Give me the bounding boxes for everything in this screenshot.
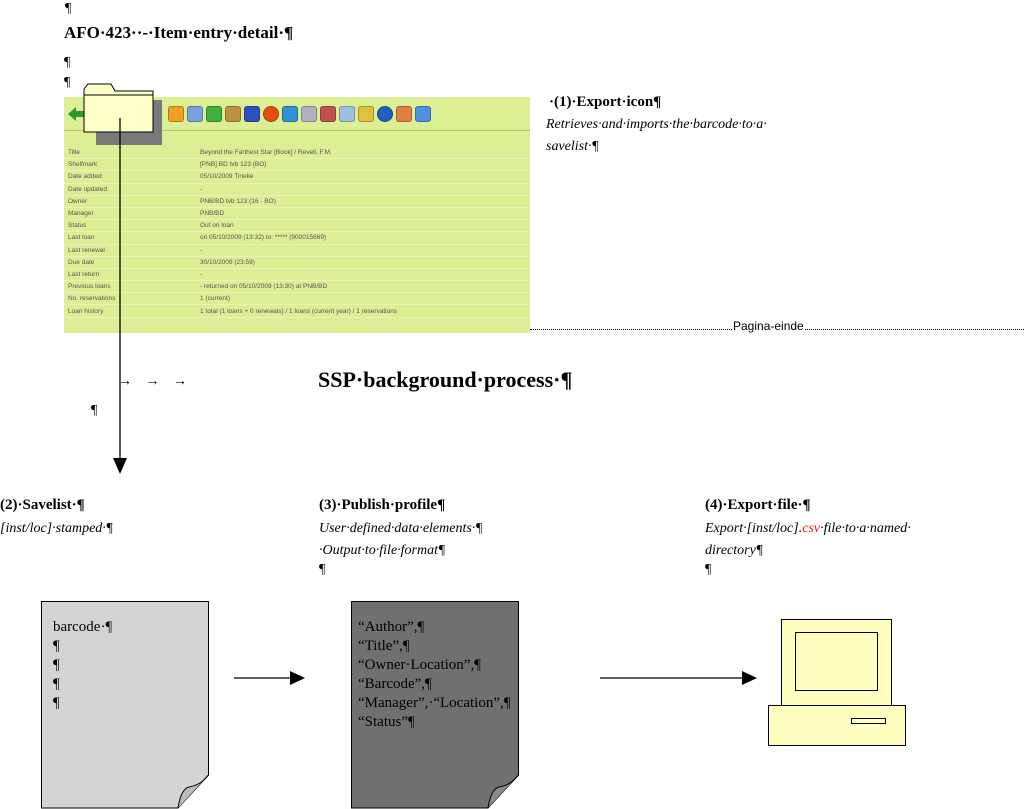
toolbar-icon[interactable] — [358, 105, 374, 122]
folder-icon[interactable] — [83, 83, 155, 138]
paragraph-mark: ¶ — [91, 403, 98, 418]
detail-label: Previous loans — [64, 280, 196, 294]
document-line: barcode·¶ — [53, 619, 113, 635]
export-icon-desc: savelist·¶ — [546, 139, 599, 154]
document-line: “Owner·Location”,¶ — [358, 657, 481, 673]
detail-row: Shelfmark[PNB] BD tvb 123 (BO) — [64, 158, 530, 172]
export-file-heading: (4)·Export·file·¶ — [705, 497, 811, 513]
detail-row: Last renewal- — [64, 244, 530, 257]
toolbar-icon[interactable] — [244, 105, 260, 122]
detail-label: Last return — [64, 268, 196, 282]
document-line: “Barcode”,¶ — [358, 676, 432, 692]
detail-label: Date updated — [64, 183, 196, 196]
document-line: ¶ — [53, 695, 60, 711]
detail-value: on 05/10/2009 (13:32) to: ***** (9000156… — [196, 231, 530, 245]
detail-label: Owner — [64, 195, 196, 208]
export-icon-heading: ·(1)·Export·icon¶ — [549, 94, 662, 110]
detail-value: 1 total (1 loans + 0 renewals) / 1 loans… — [196, 304, 530, 318]
detail-value: - returned on 05/10/2009 (13:30) at PNB/… — [196, 280, 530, 294]
top-pilcrow: ¶ — [65, 1, 72, 16]
detail-label: Last loan — [64, 231, 196, 245]
toolbar-icon[interactable] — [282, 105, 298, 122]
document-line: ¶ — [53, 676, 60, 692]
document-line: “Manager”,·“Location”,¶ — [358, 695, 511, 711]
detail-label: Manager — [64, 207, 196, 221]
publish-profile-desc: User·defined·data·elements·¶ — [319, 521, 483, 536]
detail-value: 05/10/2009 Tineke — [196, 170, 530, 184]
toolbar-icon[interactable] — [396, 105, 412, 122]
toolbar-icon[interactable] — [225, 105, 241, 122]
computer-icon — [768, 619, 906, 746]
toolbar-icon[interactable] — [320, 105, 336, 122]
detail-label: Status — [64, 219, 196, 233]
toolbar-icon[interactable] — [187, 105, 203, 122]
detail-value: 1 (current) — [196, 292, 530, 306]
document-line: ¶ — [53, 638, 60, 654]
back-arrow-icon[interactable] — [68, 106, 84, 121]
document-line: “Author”,¶ — [358, 619, 425, 635]
savelist-heading: (2)·Savelist·¶ — [0, 497, 85, 513]
toolbar-icon[interactable] — [339, 105, 355, 122]
savelist-desc: [inst/loc]·stamped·¶ — [0, 521, 114, 536]
detail-value: PNB/BD — [196, 207, 530, 221]
detail-value: Beyond the Farthest Star [Book] / Revell… — [196, 147, 530, 160]
detail-row: Last return- — [64, 268, 530, 282]
page-break-label: Pagina-einde — [732, 319, 805, 333]
export-file-desc: directory¶ — [705, 543, 764, 558]
help-icon[interactable] — [377, 105, 393, 122]
paragraph-mark: ¶ — [64, 55, 71, 70]
savelist-lines: barcode·¶ ¶ ¶ ¶ ¶ — [53, 618, 112, 713]
document-line: “Title”,¶ — [358, 638, 410, 654]
toolbar-icon[interactable] — [301, 105, 317, 122]
detail-label: Shelfmark — [64, 158, 196, 172]
arrow-right — [234, 671, 305, 685]
detail-label: Title — [64, 147, 196, 160]
detail-value: PNB/BD tvb 123 (16 - BO) — [196, 195, 530, 208]
paragraph-mark: ¶ — [319, 562, 326, 577]
profile-document — [351, 601, 519, 809]
publish-profile-heading: (3)·Publish·profile¶ — [319, 497, 446, 513]
detail-label: Due date — [64, 256, 196, 269]
paragraph-mark: ¶ — [64, 75, 71, 90]
detail-row: Previous loans- returned on 05/10/2009 (… — [64, 280, 530, 294]
detail-value: - — [196, 244, 530, 257]
detail-value: 30/10/2009 (23:59) — [196, 256, 530, 269]
detail-value: - — [196, 268, 530, 282]
page-title: AFO·423··-·Item·entry·detail·¶ — [64, 23, 294, 42]
arrow-right — [600, 671, 757, 685]
detail-label: No. reservations — [64, 292, 196, 306]
export-file-desc: Export·[inst/loc].csv·file·to·a·named· — [705, 521, 911, 536]
document-line: “Status”¶ — [358, 714, 415, 730]
detail-label: Date added — [64, 170, 196, 184]
toolbar-icon[interactable] — [206, 105, 222, 122]
export-icon-desc: Retrieves·and·imports·the·barcode·to·a· — [546, 117, 767, 132]
savelist-document — [41, 601, 209, 809]
detail-value: [PNB] BD tvb 123 (BO) — [196, 158, 530, 172]
ssp-heading: SSP·background·process·¶ — [318, 367, 573, 392]
toolbar-icon[interactable] — [263, 105, 279, 122]
document-line: ¶ — [53, 657, 60, 673]
detail-row: Date updated- — [64, 183, 530, 196]
detail-value: Out on loan — [196, 219, 530, 233]
tab-arrows: → → → — [118, 374, 187, 389]
detail-label: Loan history — [64, 304, 196, 318]
toolbar-icon[interactable] — [415, 105, 431, 122]
detail-label: Last renewal — [64, 244, 196, 257]
paragraph-mark: ¶ — [705, 562, 712, 577]
profile-lines: “Author”,¶ “Title”,¶ “Owner·Location”,¶ “Ba… — [358, 618, 511, 732]
publish-profile-desc: ·Output·to·file·format¶ — [319, 543, 446, 558]
detail-value: - — [196, 183, 530, 196]
vertical-arrow — [113, 118, 127, 474]
toolbar-icon[interactable] — [168, 105, 184, 122]
